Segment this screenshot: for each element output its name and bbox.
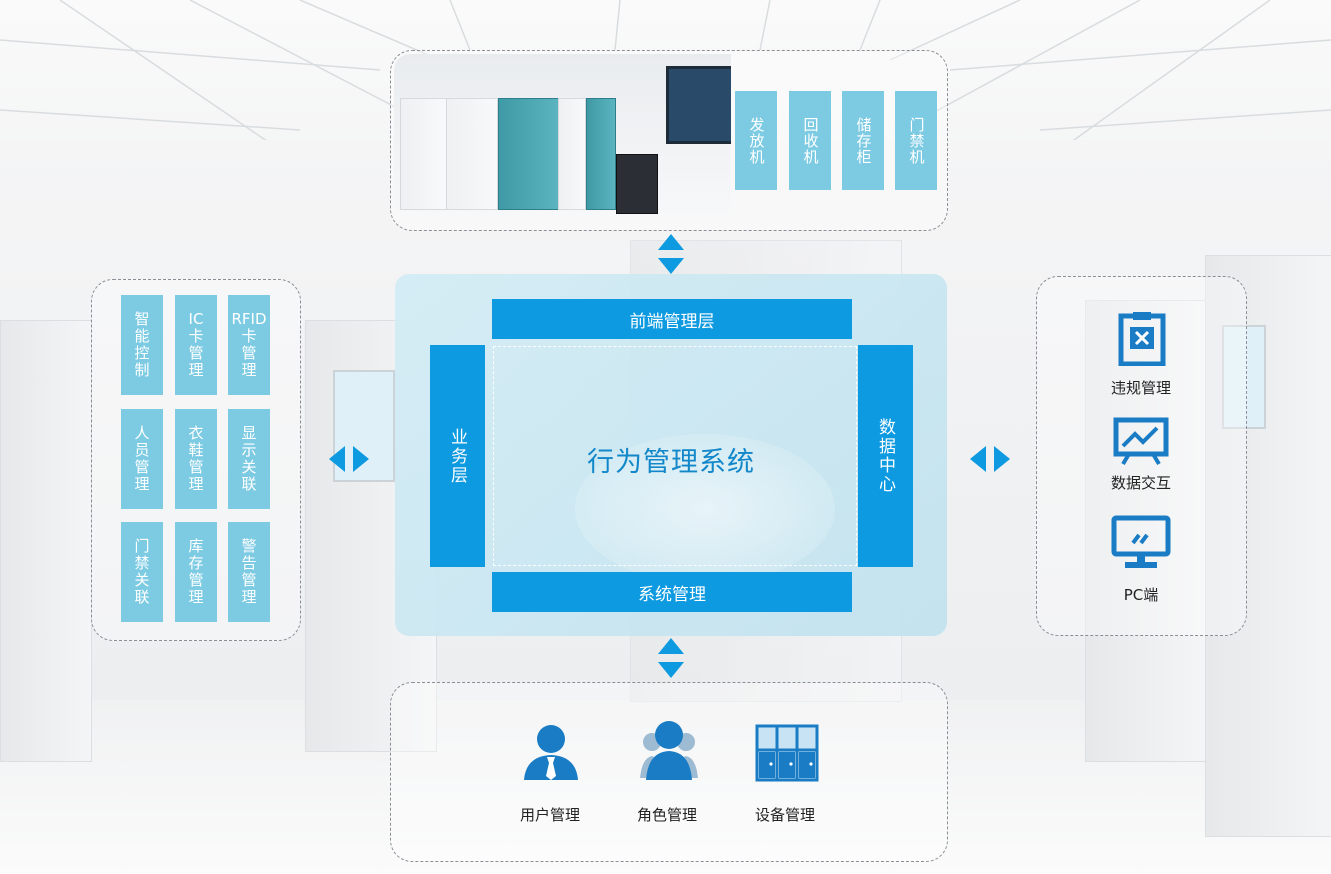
pc-monitor-icon: [1111, 515, 1171, 568]
violation-clipboard-icon: [1118, 312, 1166, 366]
feature-char: 卡: [188, 327, 204, 345]
feature-item: 门禁关联: [121, 522, 163, 622]
feature-char: 禁: [134, 554, 150, 572]
feature-char: 管: [241, 571, 257, 589]
feature-char: 能: [134, 327, 150, 345]
layer-data-center: 数据中心: [858, 345, 913, 567]
device-recycler: 回收机: [789, 91, 831, 190]
feature-char: 显: [241, 424, 257, 442]
right-label-pc: PC端: [1123, 586, 1159, 604]
feature-char: 关: [241, 458, 257, 476]
arrow-bottom: [658, 638, 684, 678]
feature-char: 关: [134, 571, 150, 589]
feature-char: 联: [134, 588, 150, 606]
feature-char: 员: [134, 441, 150, 459]
feature-item: 警告管理: [228, 522, 270, 622]
left-cabinet: [0, 320, 92, 762]
feature-char: 告: [241, 554, 257, 572]
arrow-left: [329, 446, 369, 472]
feature-char: 理: [188, 588, 204, 606]
feature-item: 显示关联: [228, 409, 270, 509]
feature-char: 衣: [188, 424, 204, 442]
feature-char: 库: [188, 537, 204, 555]
bottom-label-devices: 设备管理: [754, 806, 815, 824]
feature-char: 理: [134, 475, 150, 493]
feature-char: 警: [241, 537, 257, 555]
feature-char: 门: [134, 537, 150, 555]
feature-char: 智: [134, 310, 150, 328]
user-icon: [524, 725, 578, 780]
feature-char: 控: [134, 344, 150, 362]
device-storage-cabinet: 储存柜: [842, 91, 884, 190]
feature-char: 理: [188, 475, 204, 493]
feature-char: 理: [241, 361, 257, 379]
feature-char: 管: [188, 344, 204, 362]
arrow-right: [970, 446, 1010, 472]
feature-char: 示: [241, 441, 257, 459]
right-label-data-exchange: 数据交互: [1110, 474, 1171, 492]
system-title: 行为管理系统: [587, 447, 755, 478]
feature-item: 衣鞋管理: [175, 409, 217, 509]
feature-char: 理: [188, 361, 204, 379]
feature-char: 鞋: [188, 441, 204, 459]
feature-char: 管: [241, 344, 257, 362]
feature-char: IC: [188, 310, 204, 328]
feature-char: 卡: [241, 327, 257, 345]
feature-item: 智能控制: [121, 295, 163, 395]
device-room-image: [394, 54, 731, 218]
lockers-icon: [755, 724, 819, 782]
layer-frontend: 前端管理层: [492, 299, 852, 339]
feature-char: 制: [134, 361, 150, 379]
feature-char: 管: [188, 458, 204, 476]
feature-char: 存: [188, 554, 204, 572]
bottom-label-roles: 角色管理: [636, 806, 697, 824]
right-label-violation: 违规管理: [1110, 379, 1171, 397]
feature-item: 库存管理: [175, 522, 217, 622]
device-access-control: 门禁机: [895, 91, 937, 190]
layer-business: 业务层: [430, 345, 485, 567]
feature-char: RFID: [231, 310, 267, 328]
feature-char: 人: [134, 424, 150, 442]
feature-char: 联: [241, 475, 257, 493]
arrow-top: [658, 234, 684, 274]
feature-char: 管: [188, 571, 204, 589]
feature-char: 理: [241, 588, 257, 606]
roles-icon: [640, 721, 698, 780]
feature-char: 管: [134, 458, 150, 476]
data-board-icon: [1113, 417, 1169, 466]
device-dispenser: 发放机: [735, 91, 777, 190]
behavior-management-system: 前端管理层 系统管理 业务层 数据中心 行为管理系统: [395, 274, 947, 636]
feature-item: 人员管理: [121, 409, 163, 509]
bottom-label-user: 用户管理: [519, 806, 580, 824]
layer-system: 系统管理: [492, 572, 852, 612]
right-kiosk-screen: [1222, 325, 1266, 429]
